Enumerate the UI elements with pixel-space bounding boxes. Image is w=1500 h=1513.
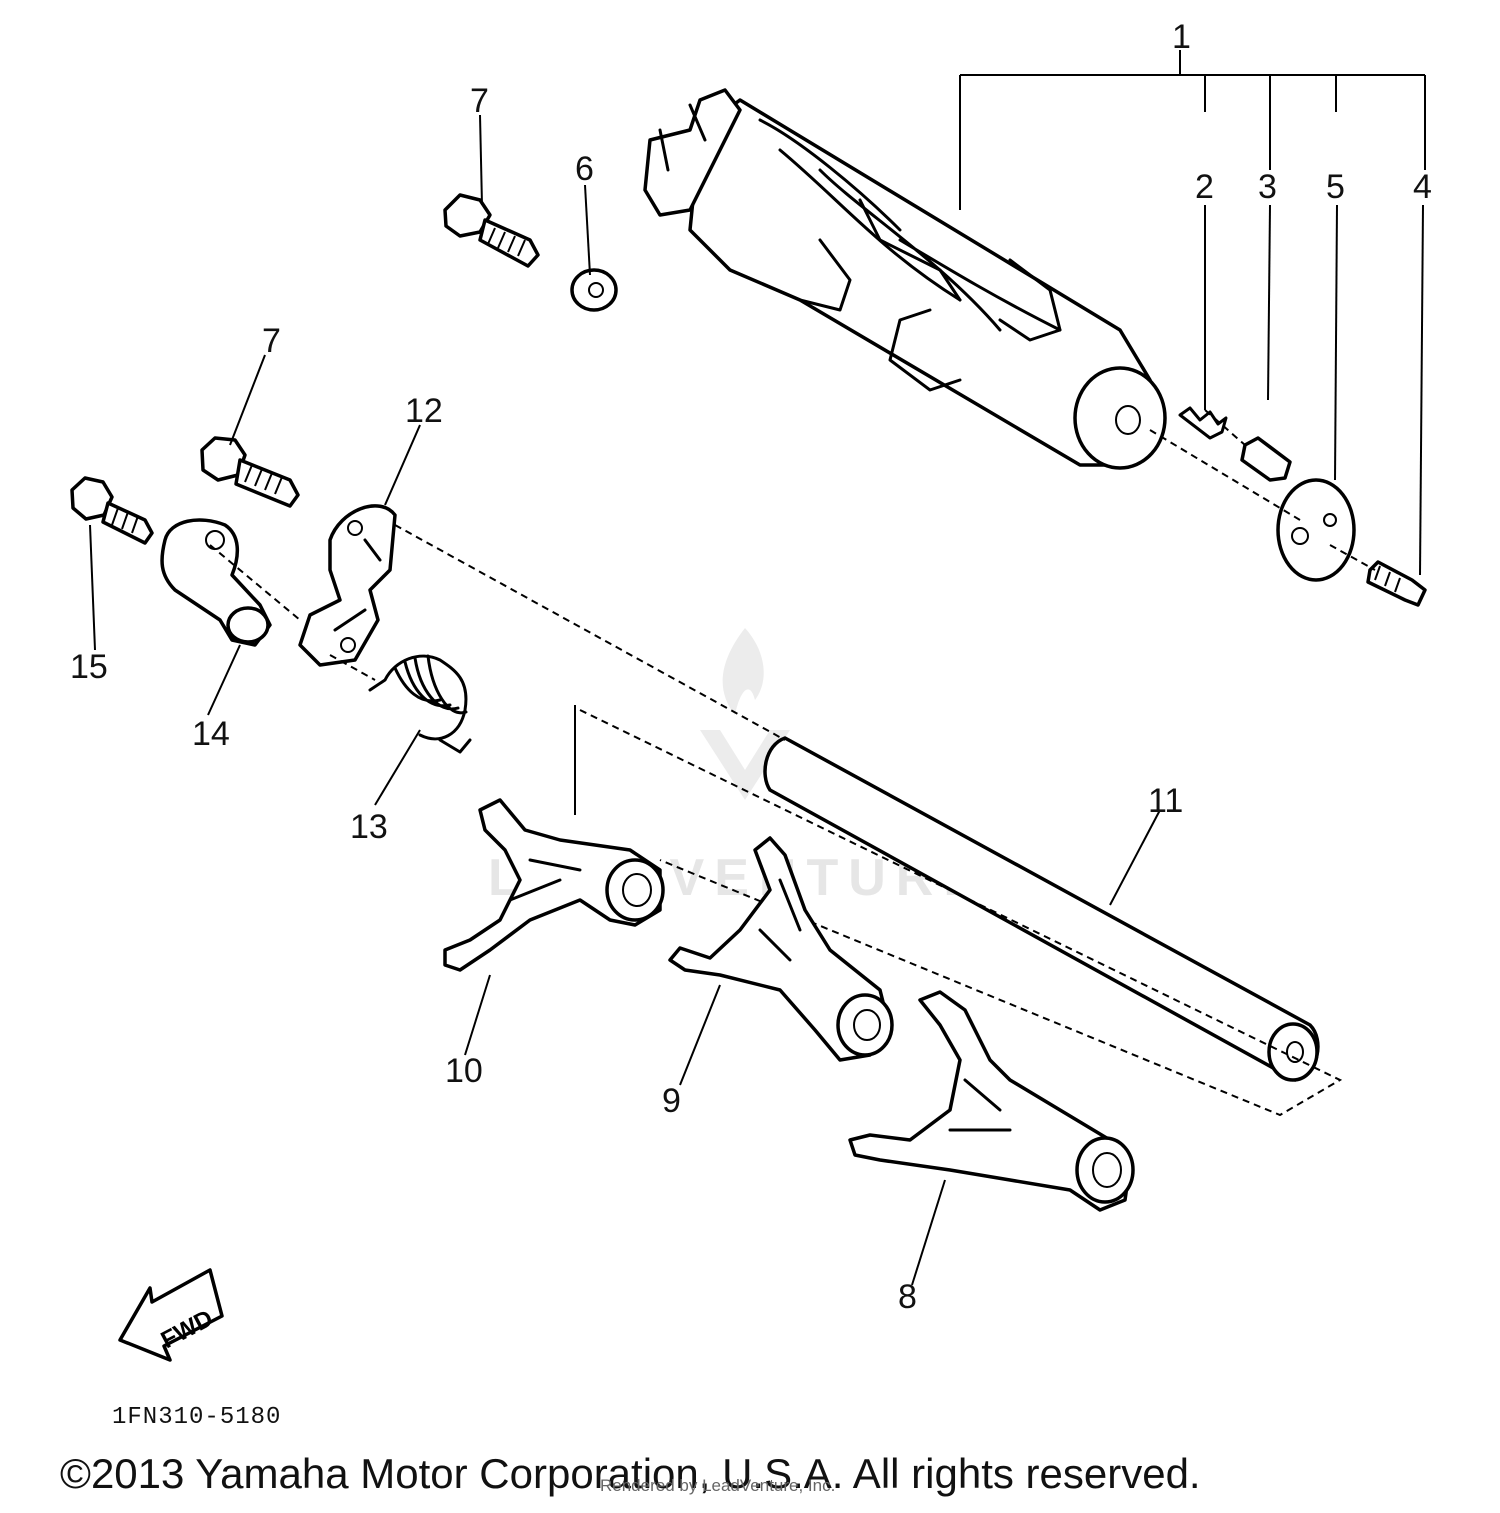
callout-5: 5 — [1326, 168, 1345, 206]
torsion-spring — [368, 654, 472, 754]
callout-12: 12 — [405, 392, 443, 430]
bolt-upper — [443, 193, 540, 268]
washer — [570, 268, 618, 312]
callout-14: 14 — [192, 715, 230, 753]
stopper-lever — [160, 518, 272, 647]
shift-drum — [643, 88, 1167, 470]
leader-lines — [89, 50, 1426, 1286]
screw — [1366, 560, 1427, 607]
callout-4: 4 — [1413, 168, 1432, 206]
shift-fork-9 — [668, 836, 894, 1062]
shift-fork-10 — [443, 798, 665, 972]
bolt-15 — [70, 476, 154, 545]
callout-8: 8 — [898, 1278, 917, 1316]
spring-small — [1178, 406, 1228, 440]
callout-10: 10 — [445, 1052, 483, 1090]
forward-arrow-icon: FWD — [118, 1268, 224, 1362]
callout-3: 3 — [1258, 168, 1277, 206]
rendered-by-credit: Rendered by LeadVenture, Inc. — [600, 1476, 836, 1495]
shift-fork-8 — [848, 990, 1135, 1212]
fork-shaft — [763, 736, 1320, 1082]
callout-13: 13 — [350, 808, 388, 846]
callout-2: 2 — [1195, 168, 1214, 206]
alignment-lines — [209, 409, 1376, 1117]
copyright-notice: ©2013 Yamaha Motor Corporation, U.S.A. A… — [60, 1450, 1201, 1497]
callout-7-lower: 7 — [262, 322, 281, 360]
stopper-plate — [1276, 478, 1356, 582]
part-code: 1FN310-5180 — [112, 1404, 282, 1431]
callout-6: 6 — [575, 150, 594, 188]
shift-arm — [298, 504, 397, 667]
callout-15: 15 — [70, 648, 108, 686]
callout-9: 9 — [662, 1082, 681, 1120]
pin — [1240, 436, 1292, 482]
callout-labels: 1 2 3 5 4 6 7 7 12 15 14 13 11 10 9 8 — [70, 18, 1432, 1316]
callout-7-upper: 7 — [470, 82, 489, 120]
bolt-lower — [200, 436, 300, 508]
callout-1: 1 — [1172, 18, 1191, 56]
callout-11: 11 — [1148, 782, 1183, 820]
